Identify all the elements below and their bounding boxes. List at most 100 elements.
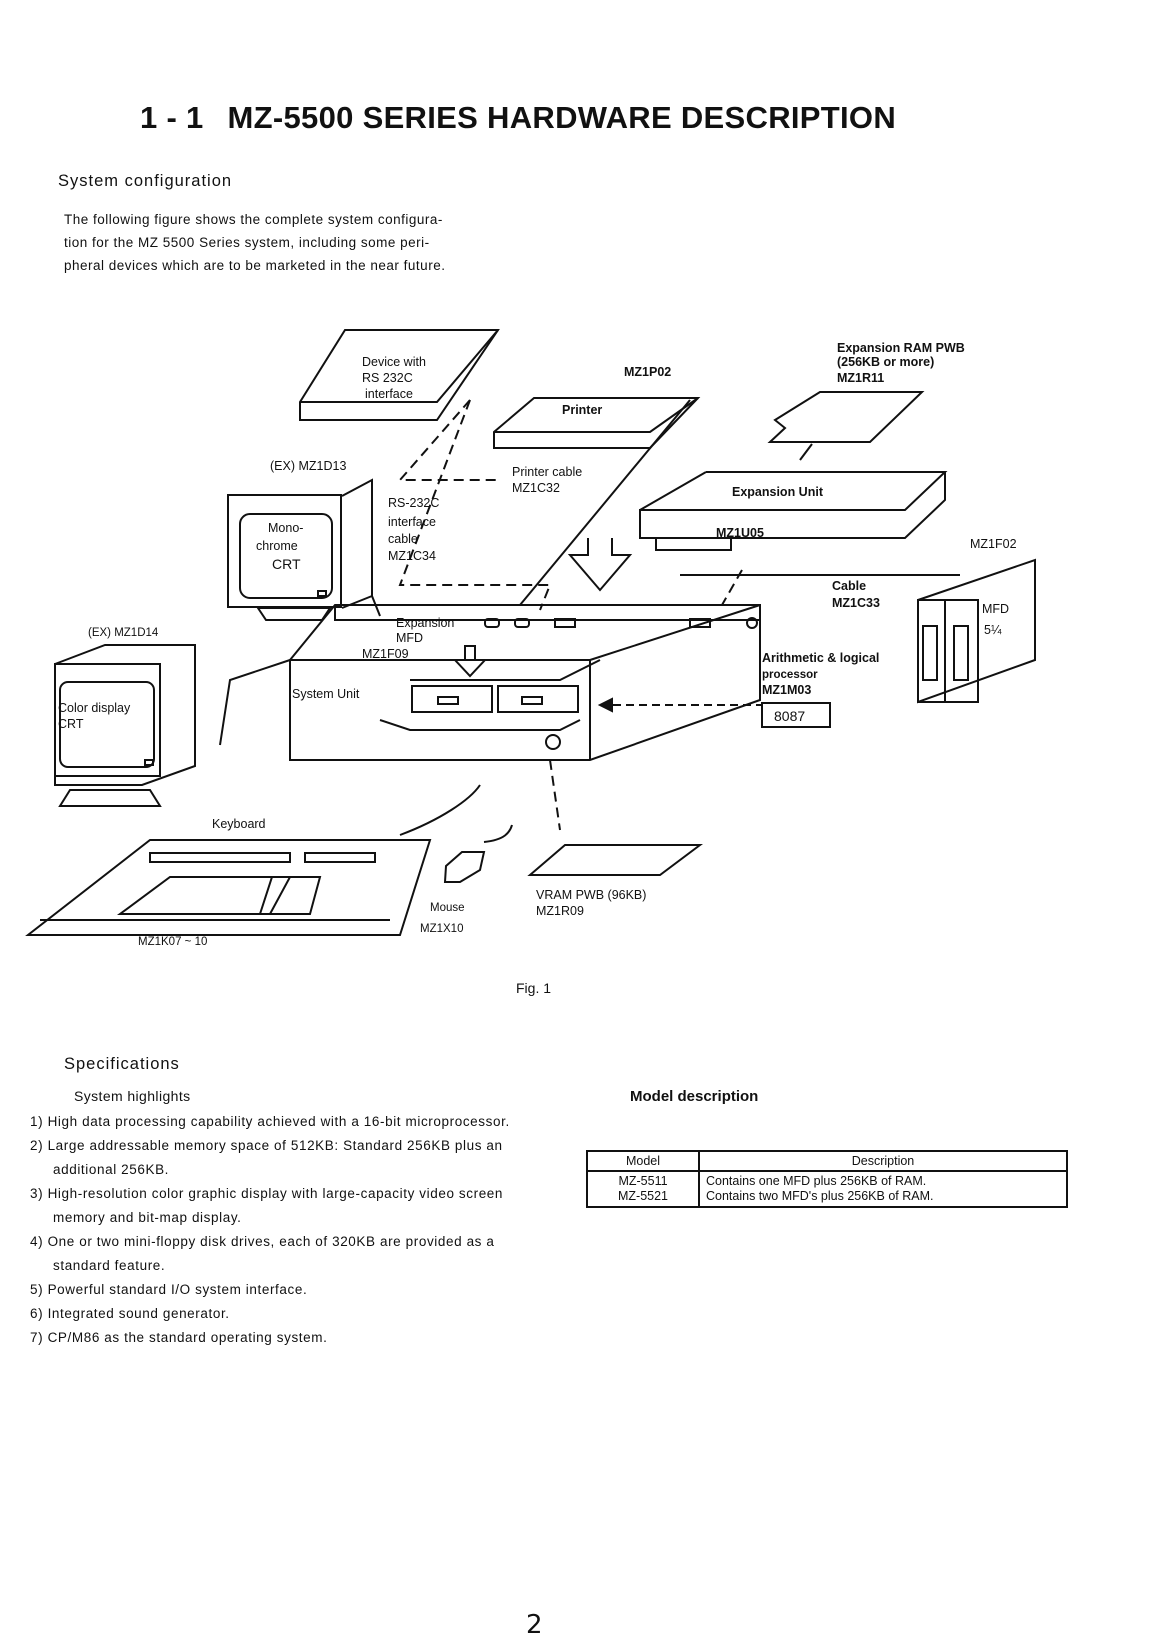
- printer-model-label: MZ1P02: [624, 365, 671, 379]
- column-header-description: Description: [698, 1150, 1068, 1172]
- expansion-unit-model-label: MZ1U05: [716, 526, 764, 540]
- table-row: MZ-5511 MZ-5521 Contains one MFD plus 25…: [586, 1170, 1068, 1208]
- alu-label: processor: [762, 669, 818, 681]
- list-item: 1) High data processing capability achie…: [30, 1110, 520, 1134]
- exp-mfd-model-label: MZ1F09: [362, 647, 409, 661]
- expansion-ram-board: [767, 391, 925, 443]
- intro-paragraph: The following figure shows the complete …: [64, 208, 514, 277]
- mono-crt-label: Mono-: [268, 521, 303, 535]
- mfd-label: MFD: [982, 602, 1009, 616]
- exp-mfd-label: MFD: [396, 631, 423, 645]
- mono-crt-label: CRT: [272, 556, 301, 572]
- drive-bay-2: [497, 685, 579, 713]
- intro-line: pheral devices which are to be marketed …: [64, 258, 446, 273]
- rs232-device-label: RS 232C: [362, 371, 413, 385]
- item-text: CP/M86 as the standard operating system.: [47, 1330, 328, 1345]
- mono-power-led: [317, 590, 327, 597]
- keyboard-key-row: [149, 852, 291, 863]
- item-text: Large addressable memory space of 512KB:…: [47, 1138, 503, 1177]
- rs-cable-label: cable: [388, 532, 418, 546]
- system-configuration-heading: System configuration: [58, 172, 233, 190]
- expansion-unit-label: Expansion Unit: [732, 485, 824, 499]
- model-cell: MZ-5511 MZ-5521: [586, 1170, 700, 1208]
- figure-caption: Fig. 1: [516, 980, 552, 996]
- chip-8087-box: [761, 702, 831, 728]
- cable-label: MZ1C33: [832, 596, 880, 610]
- keyboard-body: [25, 839, 432, 936]
- rs-cable-label: RS-232C: [388, 496, 439, 510]
- mfd-unit-front: [917, 599, 979, 703]
- color-crt-screen: [59, 681, 155, 768]
- mono-model-label: (EX) MZ1D13: [270, 459, 346, 473]
- color-crt-stand: [58, 789, 162, 807]
- exp-ram-model-label: MZ1R11: [837, 371, 884, 385]
- printer-label: Printer: [562, 403, 602, 417]
- section-title: MZ-5500 SERIES HARDWARE DESCRIPTION: [227, 100, 897, 135]
- item-number: 3): [30, 1186, 44, 1201]
- item-text: Integrated sound generator.: [47, 1306, 230, 1321]
- rs-cable-label: MZ1C34: [388, 549, 436, 563]
- exp-ram-label: Expansion RAM PWB: [837, 341, 965, 355]
- mono-crt-side: [341, 478, 373, 609]
- description-value: Contains two MFD's plus 256KB of RAM.: [706, 1189, 934, 1203]
- list-item: 3) High-resolution color graphic display…: [30, 1182, 520, 1230]
- model-value: MZ-5521: [617, 1189, 669, 1203]
- color-crt-label: Color display: [58, 701, 131, 715]
- description-value: Contains one MFD plus 256KB of RAM.: [706, 1174, 927, 1188]
- intro-line: tion for the MZ 5500 Series system, incl…: [64, 235, 430, 250]
- ram-arrow: [799, 443, 813, 461]
- list-item: 5) Powerful standard I/O system interfac…: [30, 1278, 520, 1302]
- mouse-body: [443, 851, 486, 883]
- rs-cable-label: interface: [388, 515, 436, 529]
- color-crt-body: [54, 644, 196, 786]
- item-number: 5): [30, 1282, 44, 1297]
- column-header-model: Model: [586, 1150, 700, 1172]
- list-item: 2) Large addressable memory space of 512…: [30, 1134, 520, 1182]
- system-highlights-heading: System highlights: [74, 1088, 191, 1104]
- printer-box: [493, 397, 701, 449]
- item-number: 6): [30, 1306, 44, 1321]
- vram-label: VRAM PWB (96KB): [536, 888, 646, 902]
- keyboard-label: Keyboard: [212, 817, 266, 831]
- model-description-heading: Model description: [630, 1088, 759, 1105]
- item-text: One or two mini-floppy disk drives, each…: [47, 1234, 495, 1273]
- system-configuration-diagram: Device with RS 232C interface Printer MZ…: [25, 329, 1036, 948]
- expansion-unit-connector: [655, 537, 732, 551]
- color-model-label: (EX) MZ1D14: [88, 627, 159, 639]
- model-value: MZ-5511: [618, 1174, 668, 1188]
- mfd-unit-model-label: MZ1F02: [970, 537, 1017, 551]
- specifications-heading: Specifications: [64, 1055, 180, 1073]
- mono-crt-stand: [256, 607, 332, 621]
- alu-label: Arithmetic & logical: [762, 651, 879, 665]
- description-cell: Contains one MFD plus 256KB of RAM. Cont…: [698, 1170, 1068, 1208]
- down-arrow: [567, 538, 633, 592]
- model-table: Model Description MZ-5511 MZ-5521 Contai…: [586, 1150, 1068, 1208]
- mfd-arrow: [452, 645, 488, 678]
- rs232-device-label: Device with: [362, 355, 426, 369]
- item-text: High data processing capability achieved…: [47, 1114, 510, 1129]
- list-item: 7) CP/M86 as the standard operating syst…: [30, 1326, 520, 1350]
- table-header-row: Model Description: [586, 1150, 1068, 1172]
- mouse-model-label: MZ1X10: [420, 923, 463, 935]
- item-number: 1): [30, 1114, 44, 1129]
- keyboard-model-label: MZ1K07 ~ 10: [138, 936, 207, 948]
- highlights-list: 1) High data processing capability achie…: [30, 1110, 520, 1350]
- vram-board: [527, 844, 703, 876]
- exp-ram-label: (256KB or more): [837, 355, 934, 369]
- item-number: 7): [30, 1330, 44, 1345]
- mfd-label: 5¼: [984, 623, 1002, 637]
- cable-label: Cable: [832, 579, 866, 593]
- item-number: 4): [30, 1234, 44, 1249]
- list-item: 6) Integrated sound generator.: [30, 1302, 520, 1326]
- rs232-device-front: [300, 329, 499, 403]
- color-crt-label: CRT: [58, 717, 84, 731]
- vram-model-label: MZ1R09: [536, 904, 584, 918]
- system-unit-label: System Unit: [292, 687, 360, 701]
- item-text: Powerful standard I/O system interface.: [47, 1282, 308, 1297]
- chip-8087-label: 8087: [774, 708, 805, 724]
- rs232-device-label: interface: [365, 387, 413, 401]
- item-number: 2): [30, 1138, 44, 1153]
- intro-line: The following figure shows the complete …: [64, 212, 443, 227]
